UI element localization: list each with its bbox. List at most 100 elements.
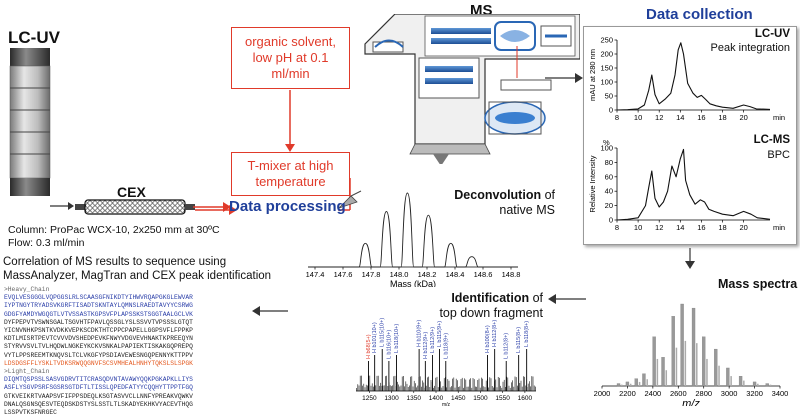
lcms-chart-subtitle: BPC	[767, 149, 790, 161]
y-tick-label: 200	[600, 50, 613, 59]
fragment-label: L b115(8+)	[516, 327, 522, 353]
y-tick-label: 100	[600, 144, 613, 153]
x-tick-label: 1250	[362, 395, 377, 402]
deconvolution-title: Deconvolution of	[451, 188, 555, 202]
spectrum-peak	[634, 378, 638, 387]
light-chain-line: ASFLYSGVPSRFSGSRSGTDFTLTISSLQPEDFATYYCQQ…	[4, 384, 193, 392]
heavy-chain-line: GDGFYAMDYWGQGTLVTVSSASTKGPSVFPLAPSSKSTSG…	[4, 310, 193, 318]
fragment-label: L b112(9+)	[430, 327, 436, 353]
heavy-chain-line: KDTLMISRTPEVTCVVVDVSHEDPEVKFNWYVDGVEVHNA…	[4, 335, 193, 343]
lc-column-icon	[9, 48, 51, 196]
x-tick-label: 14	[676, 223, 684, 232]
y-tick-label: 60	[605, 172, 613, 181]
spectrum-peak-shoulder	[757, 383, 759, 386]
x-tick-label: 147.6	[334, 270, 353, 279]
fragment-label: H b100(8+)	[485, 325, 491, 353]
ms-to-data-arrow	[545, 73, 583, 83]
spectrum-peak	[616, 383, 621, 387]
lcms-chart-title: LC-MS	[753, 134, 790, 146]
x-tick-label: 1400	[429, 395, 444, 402]
spectrum-peak-shoulder	[730, 376, 732, 386]
x-tick-label: 12	[655, 223, 663, 232]
spectrum-peak-shoulder	[621, 384, 623, 386]
x-axis-label: m/z	[682, 398, 700, 406]
y-axis-label: Relative Intensity	[588, 155, 597, 212]
spectrum-peak	[726, 367, 730, 387]
spectrum-peak-shoulder	[696, 343, 698, 386]
lcuv-chart-title: LC-UV	[754, 28, 790, 40]
x-tick-label: 10	[634, 223, 642, 232]
correlation-line1: Correlation of MS results to sequence us…	[3, 256, 227, 268]
x-tick-label: 3000	[721, 389, 738, 398]
organic-solvent-box: organic solvent, low pH at 0.1 ml/min	[231, 27, 350, 89]
x-tick-label: 2600	[670, 389, 687, 398]
y-axis-label: mAU at 280 nm	[588, 49, 597, 101]
heavy-chain-header: >Heavy_Chain	[4, 286, 50, 293]
x-axis-label: m/z	[442, 402, 451, 407]
cex-column-icon	[75, 199, 195, 215]
x-tick-label: 2000	[594, 389, 611, 398]
spectrum-peak	[765, 383, 769, 387]
x-tick-label: 1600	[518, 395, 533, 402]
spectrum-peak	[691, 307, 696, 387]
flow-arrow-column-to-cex	[50, 202, 74, 210]
mass-spectra-title: Mass spectra	[718, 277, 798, 291]
spectrum-peak	[625, 381, 630, 387]
x-tick-label: 148.2	[418, 270, 437, 279]
x-tick-label: 2800	[695, 389, 712, 398]
identification-bold: Identification	[451, 291, 530, 305]
spectrum-peak	[642, 373, 646, 387]
flow-spec-text: Flow: 0.3 ml/min	[8, 237, 85, 249]
heavy-chain-line: EVQLVESGGGLVQPGGSLRLSCAASGFNIKDTYIHWVRQA…	[4, 294, 193, 302]
y-tick-label: 0	[609, 106, 613, 115]
fragment-label: L b118(9+)	[443, 333, 449, 359]
chromatogram-trace	[616, 42, 771, 111]
spectra-to-identification-arrow	[548, 294, 586, 304]
lcuv-chart-subtitle: Peak integration	[710, 42, 791, 54]
identification-title: Identification of	[418, 291, 543, 305]
fragment-label: H b112(8+)	[492, 320, 498, 347]
fragment-label: L b118(8+)	[524, 321, 530, 347]
y-tick-label: 80	[605, 158, 613, 167]
light-chain-line: LSSPVTKSFNRGEC	[4, 409, 57, 417]
spectrum-peak-shoulder	[646, 379, 648, 386]
fragment-to-sequence-arrow	[252, 306, 288, 316]
y-unit-label: %	[603, 138, 610, 147]
light-chain-line: GTKVEIKRTVAAPSVFIFPPSDEQLKSGTASVVCLLNNFY…	[4, 392, 193, 400]
spectrum-peak	[714, 348, 718, 387]
heavy-chain-line: VYTLPPSREEMTKNQVSLTCLVKGFYPSDIAVEWESNGQP…	[4, 351, 193, 359]
correlation-line2: MassAnalyzer, MagTran and CEX peak ident…	[3, 270, 272, 282]
x-tick-label: 2200	[619, 389, 636, 398]
spectrum-peak-shoulder	[656, 358, 659, 386]
t-mixer-box: T-mixer at high temperature	[231, 152, 350, 196]
deconvolution-rest: of	[541, 188, 555, 202]
y-tick-label: 250	[600, 36, 613, 45]
x-tick-label: 18	[718, 113, 726, 122]
x-tick-label: 10	[634, 113, 642, 122]
lcuv-title: LC-UV	[8, 28, 60, 47]
fragment-label: H b112(9+)	[423, 332, 429, 359]
x-tick-label: 1550	[495, 395, 510, 402]
x-axis-label: Mass (kDa)	[390, 279, 436, 287]
data-to-spectra-arrow	[685, 248, 695, 269]
deconvolution-trace	[308, 192, 518, 268]
x-tick-label: 20	[739, 113, 747, 122]
y-tick-label: 40	[605, 187, 613, 196]
spectrum-peak-shoulder	[638, 381, 641, 386]
light-chain-line: DNALQSGNSQESVTEQDSKDSTYSLSSTLTLSKADYEKHK…	[4, 400, 193, 408]
heavy-chain-line: IYPTNGYTRYADSVKGRFTISADTSKNTAYLQMNSLRAED…	[4, 302, 193, 310]
spectrum-peak-shoulder	[743, 380, 745, 386]
spectrum-peak	[738, 376, 743, 387]
column-spec-text: Column: ProPac WCX-10, 2x250 mm at 30ºC	[8, 224, 220, 236]
heavy-chain-line: YICNVNHKPSNTKVDKKVEPKSCDKTHTCPPCPAPELLGG…	[4, 327, 193, 335]
x-tick-label: 12	[655, 113, 663, 122]
x-tick-label: 3200	[746, 389, 763, 398]
fragment-label: L b116(10+)	[386, 330, 392, 359]
x-tick-label: 20	[739, 223, 747, 232]
identification-rest: of	[529, 291, 543, 305]
